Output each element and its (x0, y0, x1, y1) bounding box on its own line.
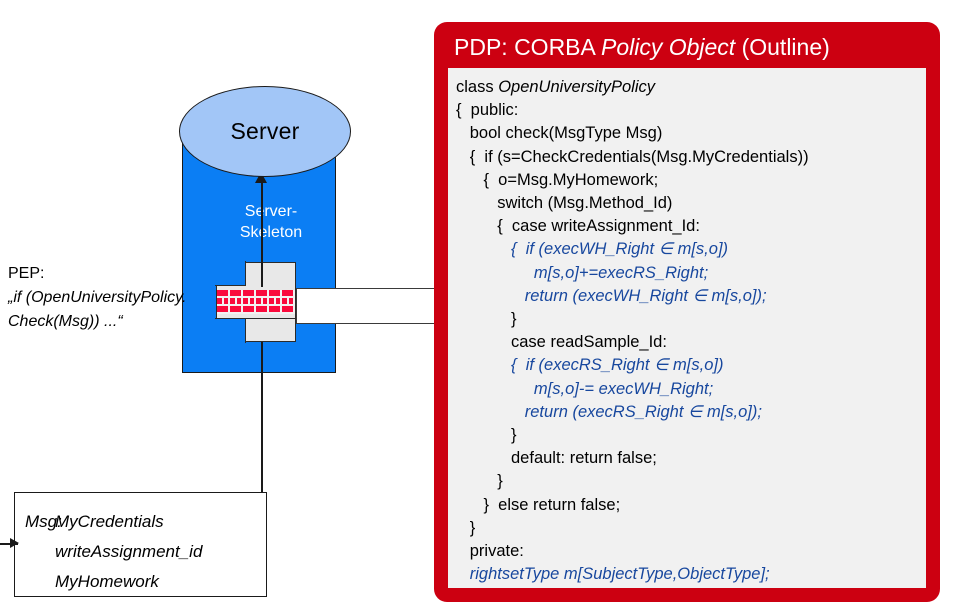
message-field-credentials: MyCredentials (55, 512, 164, 531)
message-field-object: MyHomework (55, 572, 159, 591)
message-box: Msg: MyCredentials writeAssignment_id My… (14, 492, 267, 597)
pdp-code-line-22: rightsetType m[SubjectType,ObjectType]; (456, 565, 770, 584)
pdp-code-line-18: } (456, 472, 503, 491)
pdp-code-block: class OpenUniversityPolicy { public: bool… (448, 68, 926, 588)
brick-firewall-icon (217, 290, 295, 314)
server-node: Server (179, 86, 351, 177)
interceptor-notch-top (215, 261, 246, 286)
pep-code-line-2: Check(Msg)) ...“ (8, 313, 123, 330)
server-label: Server (230, 118, 300, 144)
pdp-code-line-9: m[s,o]+=execRS_Right; (456, 263, 709, 282)
pdp-title: PDP: CORBA Policy Object (Outline) (454, 34, 830, 61)
server-skeleton-label: Server- Skeleton (239, 203, 303, 241)
pdp-code-line-10: return (execWH_Right ∈ m[s,o]); (456, 286, 767, 305)
arrow-up-head-icon (255, 172, 267, 183)
policy-enforcement-interceptor (215, 261, 296, 343)
pdp-title-suffix: (Outline) (735, 34, 830, 60)
pdp-code-line-13: { if (execRS_Right ∈ m[s,o]) (456, 356, 724, 375)
pdp-code-line-23: } (456, 586, 926, 588)
pep-heading: PEP: (8, 265, 45, 282)
pdp-code-line-7: { case writeAssignment_Id: (456, 217, 700, 236)
pep-code-line-1: „if (OpenUniversityPolicy. (8, 289, 187, 306)
pdp-code-line-21: private: (456, 542, 524, 561)
pdp-code-line-5: { o=Msg.MyHomework; (456, 170, 659, 189)
pdp-code-line-11: } (456, 310, 517, 329)
pdp-code-class-name: OpenUniversityPolicy (498, 78, 655, 96)
incoming-message-line (0, 543, 18, 545)
pdp-code-line-12: case readSample_Id: (456, 333, 667, 352)
pdp-code-line-3: bool check(MsgType Msg) (456, 124, 663, 143)
pdp-code-line-4: { if (s=CheckCredentials(Msg.MyCredentia… (456, 147, 809, 166)
pdp-code-line-8: { if (execWH_Right ∈ m[s,o]) (456, 240, 729, 259)
skeleton-to-message-line (261, 318, 263, 555)
pdp-code-line-19: } else return false; (456, 495, 621, 514)
pdp-code-line-1: class OpenUniversityPolicy (456, 78, 655, 96)
pdp-code-line-15: return (execRS_Right ∈ m[s,o]); (456, 402, 762, 421)
pdp-code-line-6: switch (Msg.Method_Id) (456, 194, 673, 213)
pdp-code-line-14: m[s,o]-= execWH_Right; (456, 379, 714, 398)
pdp-panel: PDP: CORBA Policy Object (Outline) class… (434, 22, 940, 602)
interceptor-notch-bottom (215, 318, 246, 343)
pep-annotation: PEP: „if (OpenUniversityPolicy. Check(Ms… (8, 262, 186, 334)
pdp-code-line-20: } (456, 518, 476, 537)
message-field-method: writeAssignment_id (55, 542, 203, 561)
arrow-up-icon (261, 175, 263, 287)
message-key-label: Msg: (25, 512, 62, 531)
pdp-code-line-2: { public: (456, 101, 519, 120)
arrow-right-icon (10, 538, 19, 548)
pdp-code-line-17: default: return false; (456, 449, 657, 468)
pdp-title-italic: Policy Object (600, 34, 736, 60)
message-fields: MyCredentials writeAssignment_id MyHomew… (55, 507, 202, 597)
pdp-title-prefix: PDP: CORBA (454, 34, 601, 60)
brick-row-3 (217, 306, 295, 314)
pdp-code-line-16: } (456, 426, 517, 445)
